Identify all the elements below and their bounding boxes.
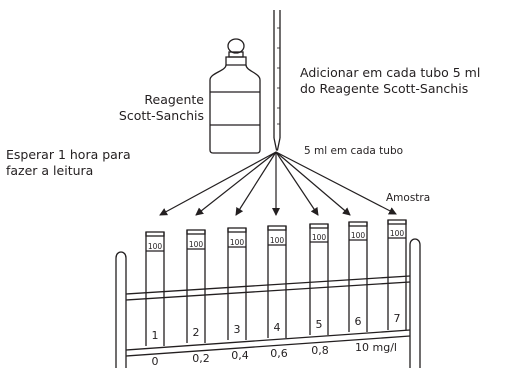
sample-label: Amostra bbox=[386, 192, 431, 204]
tube-rim bbox=[145, 231, 165, 237]
tube-rim bbox=[186, 229, 206, 235]
reagent-bottle bbox=[209, 38, 261, 154]
concentration-tube-1: 0 bbox=[151, 355, 159, 368]
arrow-tube-1 bbox=[159, 151, 277, 216]
pipette bbox=[273, 10, 281, 151]
tube-6 bbox=[348, 221, 368, 332]
tube-1 bbox=[145, 231, 165, 346]
pipette-tip bbox=[273, 137, 281, 151]
tube-2 bbox=[186, 229, 206, 343]
reagent-name-line2: Scott-Sanchis bbox=[118, 108, 204, 123]
bottle-neck bbox=[225, 56, 247, 66]
tube-rack bbox=[115, 238, 421, 368]
rack-right-post bbox=[409, 238, 421, 368]
pipette-volume-label: 5 ml em cada tubo bbox=[304, 145, 404, 157]
tube-mark-3: 100 bbox=[229, 238, 245, 247]
tubes bbox=[145, 219, 407, 346]
tube-rim bbox=[267, 225, 287, 231]
tube-3 bbox=[227, 227, 247, 340]
tube-mark-5: 100 bbox=[311, 233, 327, 242]
tube-7 bbox=[387, 219, 407, 330]
tube-mark-2: 100 bbox=[188, 240, 204, 249]
arrow-tube-6 bbox=[275, 151, 351, 216]
concentration-tube-2: 0,2 bbox=[192, 352, 210, 365]
concentration-tube-3: 0,4 bbox=[231, 349, 249, 362]
tube-mark-1: 100 bbox=[147, 242, 163, 251]
rack-lower-bar-top bbox=[125, 329, 411, 351]
rack-lower-bar-bottom bbox=[125, 335, 411, 357]
concentration-tube-5: 0,8 bbox=[311, 344, 329, 357]
arrow-tube-3 bbox=[235, 151, 277, 216]
bottle-body bbox=[209, 64, 261, 154]
tube-number-7: 7 bbox=[393, 312, 401, 325]
arrow-tube-2 bbox=[195, 151, 277, 216]
tube-rim bbox=[348, 221, 368, 227]
rack-left-post bbox=[115, 251, 127, 368]
tube-number-4: 4 bbox=[273, 321, 281, 334]
tube-5 bbox=[309, 223, 329, 335]
tube-number-5: 5 bbox=[315, 318, 323, 331]
tube-4 bbox=[267, 225, 287, 338]
tube-mark-4: 100 bbox=[269, 236, 285, 245]
tube-mark-6: 100 bbox=[350, 231, 366, 240]
wait-instruction-line2: fazer a leitura bbox=[6, 163, 94, 178]
tube-number-6: 6 bbox=[354, 315, 362, 328]
tube-rim bbox=[309, 223, 329, 229]
add-instruction-line2: do Reagente Scott-Sanchis bbox=[300, 81, 469, 96]
tube-mark-7: 100 bbox=[389, 229, 405, 238]
tube-rim bbox=[227, 227, 247, 233]
tube-number-3: 3 bbox=[233, 323, 241, 336]
bottle-stopper-knob bbox=[227, 38, 245, 54]
reagent-name-line1: Reagente bbox=[144, 92, 204, 107]
add-instruction-line1: Adicionar em cada tubo 5 ml bbox=[300, 65, 481, 80]
tube-number-2: 2 bbox=[192, 326, 200, 339]
tube-rim bbox=[387, 219, 407, 225]
concentration-final: 10 mg/l bbox=[355, 341, 397, 354]
tube-number-1: 1 bbox=[151, 329, 159, 342]
arrow-tube-5 bbox=[275, 151, 319, 216]
dispense-arrows bbox=[159, 151, 397, 216]
concentration-tube-4: 0,6 bbox=[270, 347, 288, 360]
wait-instruction-line1: Esperar 1 hora para bbox=[6, 147, 131, 162]
arrow-tube-7 bbox=[275, 151, 397, 215]
